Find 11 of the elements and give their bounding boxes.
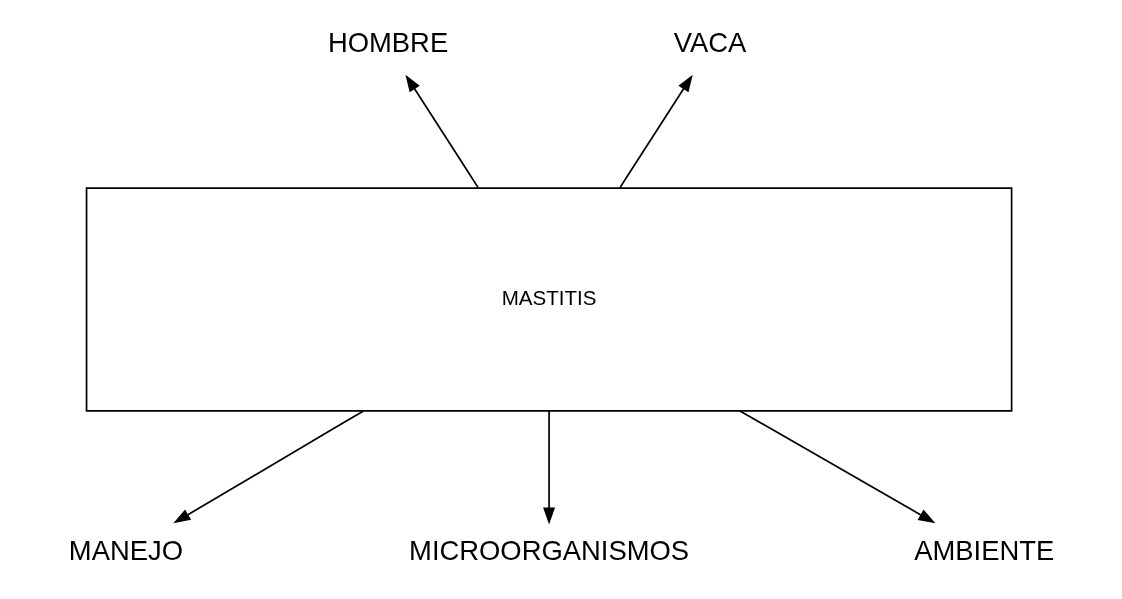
node-text: MANEJO xyxy=(68,534,183,566)
node-box: MASTITIS xyxy=(85,187,1012,412)
arrow xyxy=(618,74,693,189)
node-text: AMBIENTE xyxy=(913,534,1054,566)
node-text: MICROORGANISMOS xyxy=(408,534,689,566)
node-text: VACA xyxy=(673,27,746,59)
node-text: HOMBRE xyxy=(327,27,448,59)
arrow xyxy=(172,410,364,524)
arrow xyxy=(542,410,555,525)
arrow xyxy=(738,410,935,524)
arrow xyxy=(404,74,479,189)
